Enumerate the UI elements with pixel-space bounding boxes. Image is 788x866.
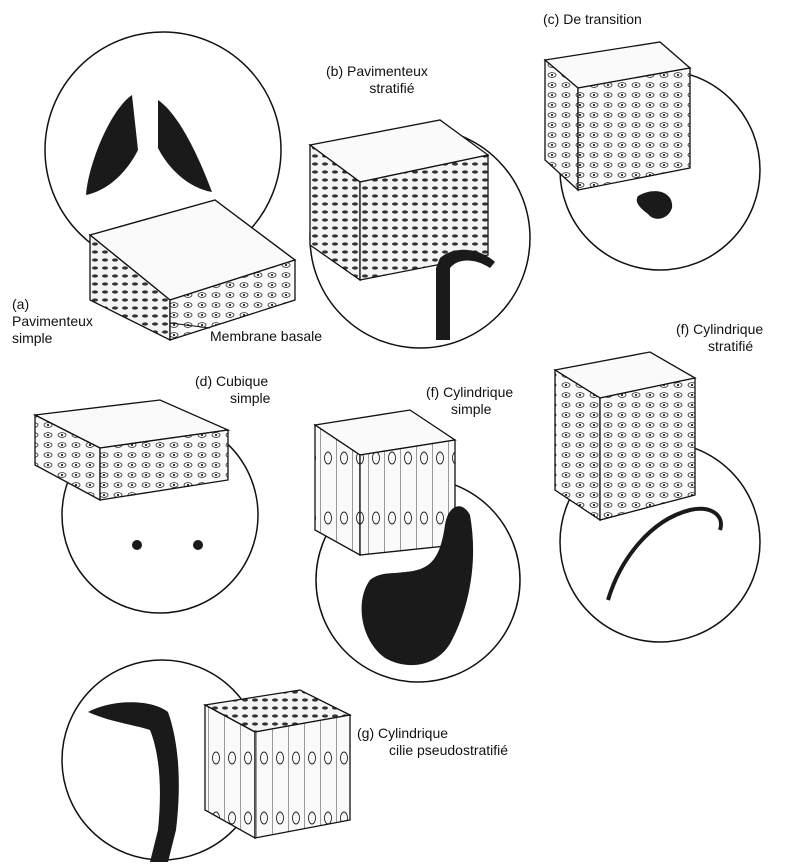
label-c-line1: (c) De transition xyxy=(543,11,642,28)
label-a: (a) Pavimenteux simple xyxy=(12,296,93,347)
label-a-letter: (a) xyxy=(12,296,93,313)
label-a-line2: simple xyxy=(12,330,93,347)
label-f-strat-line1: (f) Cylindrique xyxy=(676,321,763,338)
kidney-icon xyxy=(132,540,142,550)
label-f-simple-line2: simple xyxy=(426,401,513,418)
panel-a-simple-squamous xyxy=(45,32,295,340)
panel-f-simple-columnar xyxy=(315,410,520,682)
label-g: (g) Cylindrique cilie pseudostratifié xyxy=(357,725,508,759)
label-f-simple: (f) Cylindrique simple xyxy=(426,384,513,418)
label-d: (d) Cubique simple xyxy=(195,373,270,407)
panel-c-transitional xyxy=(545,42,760,270)
label-a-line1: Pavimenteux xyxy=(12,313,93,330)
label-d-line2: simple xyxy=(195,390,270,407)
label-membrane-text: Membrane basale xyxy=(210,328,322,345)
panel-b-stratified-squamous xyxy=(310,120,530,348)
label-b-line1: (b) Pavimenteux xyxy=(326,63,428,80)
label-b-line2: stratifié xyxy=(326,80,428,97)
label-f-simple-line1: (f) Cylindrique xyxy=(426,384,513,401)
label-membrane-basale: Membrane basale xyxy=(210,328,322,345)
label-b: (b) Pavimenteux stratifié xyxy=(326,63,428,97)
panel-g-pseudostratified xyxy=(62,660,350,862)
panel-f-stratified-columnar xyxy=(555,352,760,642)
label-d-line1: (d) Cubique xyxy=(195,373,270,390)
label-c: (c) De transition xyxy=(543,11,642,28)
label-g-line1: (g) Cylindrique xyxy=(357,725,508,742)
label-f-stratified: (f) Cylindrique stratifié xyxy=(676,321,763,355)
label-g-line2: cilie pseudostratifié xyxy=(357,742,508,759)
panel-d-simple-cuboidal xyxy=(35,400,258,613)
label-f-strat-line2: stratifié xyxy=(676,338,763,355)
